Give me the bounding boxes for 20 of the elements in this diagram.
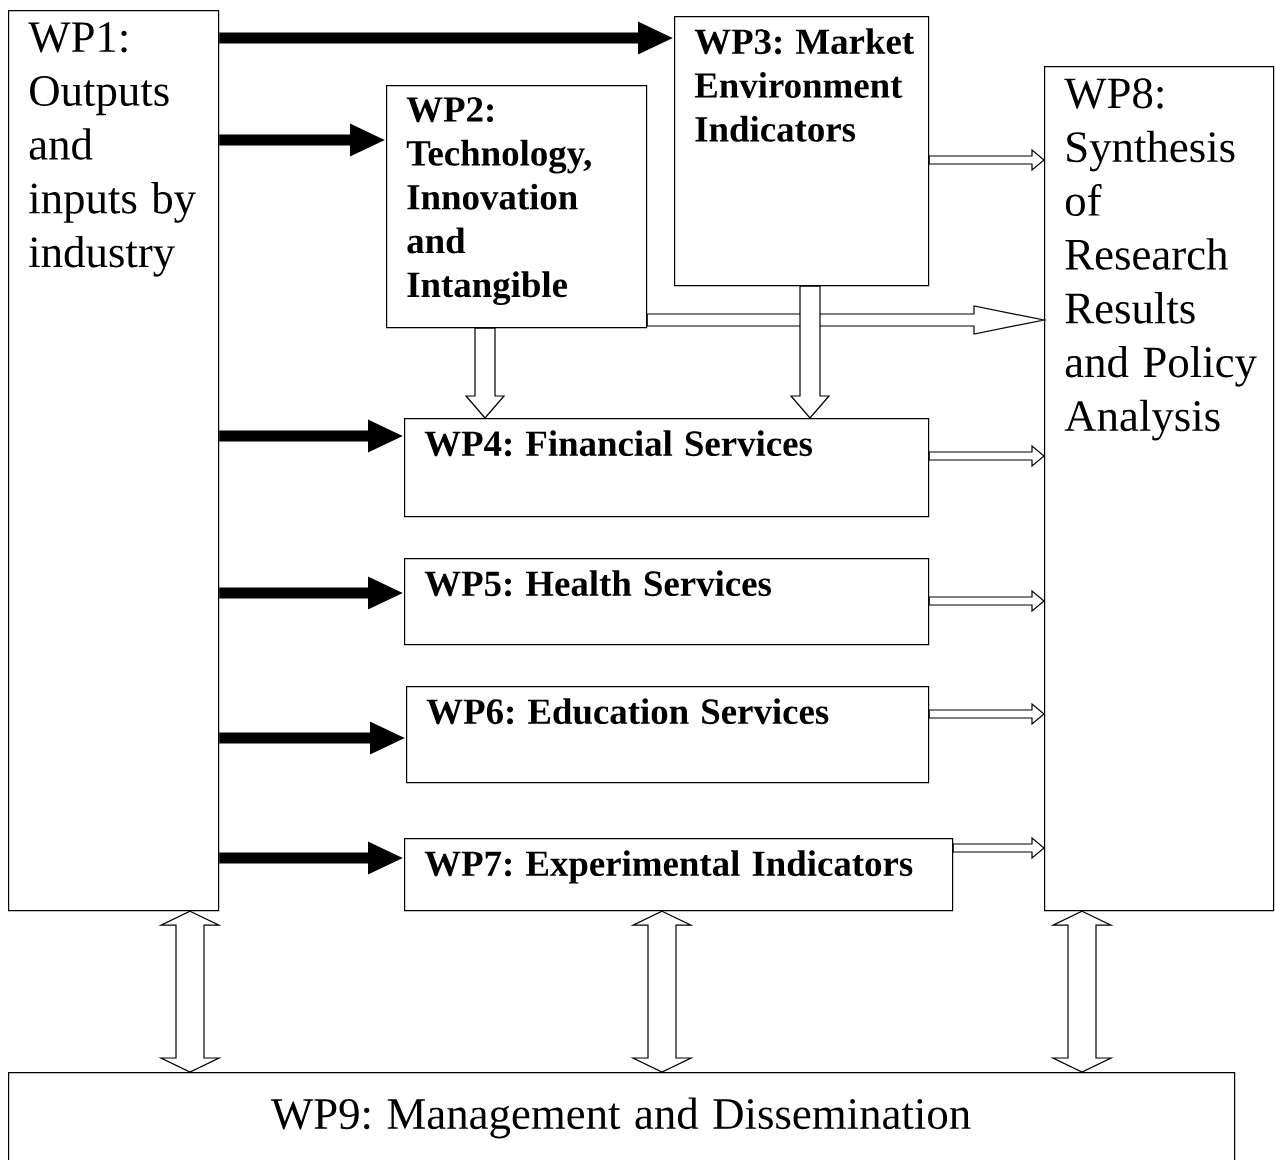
work-package-box: WP2: Technology, Innovation and Intangible bbox=[386, 85, 648, 329]
work-package-box: WP8: Synthesis of Research Results and Policy Analysis bbox=[1044, 66, 1275, 912]
work-package-box: WP1: Outputs and inputs by industry bbox=[8, 10, 220, 912]
block-arrow bbox=[158, 910, 222, 1073]
block-arrow bbox=[464, 327, 506, 419]
block-arrow bbox=[928, 148, 1045, 172]
work-package-box: WP5: Health Services bbox=[404, 558, 930, 646]
work-package-box: WP7: Experimental Indicators bbox=[404, 838, 954, 912]
work-package-box: WP9: Management and Dissemination bbox=[8, 1072, 1236, 1160]
block-arrow bbox=[646, 305, 1048, 335]
block-arrow bbox=[630, 910, 694, 1073]
block-arrow bbox=[952, 836, 1045, 860]
work-package-box: WP6: Education Services bbox=[406, 686, 930, 784]
block-arrow bbox=[789, 285, 831, 419]
block-arrow bbox=[928, 589, 1045, 613]
work-package-box: WP3: Market Environment Indicators bbox=[674, 16, 930, 287]
block-arrow bbox=[928, 444, 1045, 468]
block-arrow bbox=[1050, 910, 1114, 1073]
work-package-box: WP4: Financial Services bbox=[404, 418, 930, 518]
block-arrow bbox=[928, 702, 1045, 726]
